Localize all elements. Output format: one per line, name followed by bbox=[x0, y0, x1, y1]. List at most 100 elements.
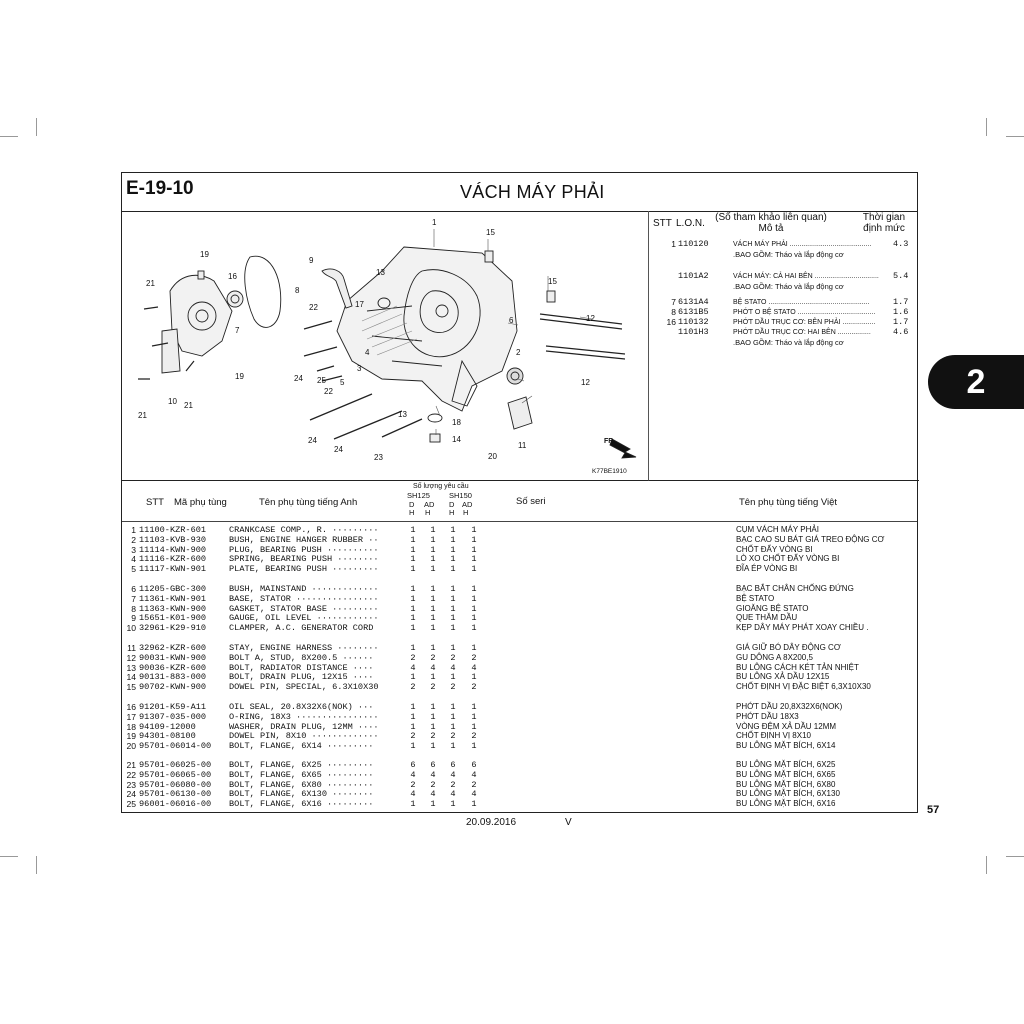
qty-sub-label: D bbox=[409, 500, 415, 509]
part-qty: 1 bbox=[471, 593, 477, 604]
part-name-vi: PHỚT DẦU 20,8X32X6(NOK) bbox=[736, 702, 843, 711]
crop-mark bbox=[36, 856, 37, 874]
part-qty: 6 bbox=[450, 760, 456, 770]
part-number: 11100-KZR-601 bbox=[139, 525, 207, 535]
version-mark: V bbox=[565, 817, 572, 828]
parts-col-qty-sh125: SH125 bbox=[407, 491, 430, 500]
part-qty: 1 bbox=[450, 544, 456, 555]
part-stt: 22 bbox=[126, 769, 136, 780]
part-qty: 4 bbox=[450, 662, 456, 673]
callout: 13 bbox=[398, 410, 407, 419]
part-name-en: WASHER, DRAIN PLUG, 12MM ···· bbox=[229, 721, 379, 732]
part-qty: 1 bbox=[450, 623, 456, 634]
part-qty: 1 bbox=[410, 613, 416, 624]
callout: 7 bbox=[235, 326, 240, 335]
part-qty: 1 bbox=[430, 554, 436, 565]
page-title: VÁCH MÁY PHẢI bbox=[460, 182, 605, 202]
labor-time: 1.6 bbox=[893, 307, 909, 317]
part-qty: 1 bbox=[430, 613, 436, 624]
qty-sub-label: D bbox=[449, 500, 455, 509]
part-stt: 24 bbox=[126, 789, 136, 800]
part-qty: 1 bbox=[430, 799, 436, 810]
callout: 18 bbox=[452, 418, 461, 427]
part-stt: 1 bbox=[131, 525, 136, 535]
callout: 10 bbox=[168, 397, 177, 406]
part-qty: 1 bbox=[450, 593, 456, 604]
callout: 24 bbox=[294, 374, 303, 383]
qty-sub-label: AD bbox=[424, 500, 435, 509]
part-qty: 2 bbox=[410, 682, 416, 693]
part-name-vi: LÒ XO CHỐT ĐẨY VÒNG BI bbox=[736, 554, 840, 564]
part-number: 91201-K59-A11 bbox=[139, 702, 207, 712]
callout: 8 bbox=[295, 286, 300, 295]
part-qty: 4 bbox=[450, 769, 456, 780]
part-qty: 6 bbox=[410, 760, 416, 770]
part-name-vi: CỤM VÁCH MÁY PHẢI bbox=[736, 525, 819, 534]
callout: 12 bbox=[581, 378, 590, 387]
part-name-en: BOLT, FLANGE, 6X25 ········· bbox=[229, 760, 374, 770]
part-qty: 1 bbox=[471, 613, 477, 624]
part-number: 95701-06080-00 bbox=[139, 779, 212, 790]
callout: 17 bbox=[355, 300, 364, 309]
part-name-en: BUSH, MAINSTAND ············· bbox=[229, 584, 379, 594]
part-stt: 15 bbox=[126, 682, 136, 693]
part-qty: 1 bbox=[430, 584, 436, 594]
part-name-vi: BẠC CAO SU BÁT GIÁ TREO ĐỘNG CƠ bbox=[736, 534, 885, 544]
part-qty: 1 bbox=[471, 525, 477, 535]
part-stt: 4 bbox=[131, 554, 136, 565]
callout: 11 bbox=[518, 441, 527, 450]
qty-sub-label: H bbox=[449, 508, 455, 517]
part-qty: 1 bbox=[430, 721, 436, 732]
crop-mark bbox=[1006, 136, 1024, 137]
labor-lon: 6131A4 bbox=[678, 297, 709, 307]
part-qty: 2 bbox=[410, 652, 416, 663]
crop-mark bbox=[986, 118, 987, 136]
part-qty: 4 bbox=[430, 662, 436, 673]
part-stt: 19 bbox=[126, 731, 136, 742]
part-qty: 4 bbox=[450, 789, 456, 800]
part-name-en: STAY, ENGINE HARNESS ········ bbox=[229, 643, 379, 653]
qty-sub-label: AD bbox=[462, 500, 473, 509]
part-name-vi: BẠC BẮT CHÂN CHỐNG ĐỨNG bbox=[736, 584, 854, 593]
part-name-en: GAUGE, OIL LEVEL ············ bbox=[229, 613, 379, 624]
callout: 9 bbox=[309, 256, 314, 265]
labor-sub: .BAO GỒM: Tháo và lắp động cơ bbox=[733, 338, 844, 347]
part-number: 11363-KWN-900 bbox=[139, 603, 207, 614]
part-number: 90036-KZR-600 bbox=[139, 662, 207, 673]
callout: 21 bbox=[184, 401, 193, 410]
part-qty: 1 bbox=[410, 584, 416, 594]
part-name-en: BOLT, DRAIN PLUG, 12X15 ···· bbox=[229, 672, 374, 683]
part-name-vi: GIOĂNG BỆ STATO bbox=[736, 603, 809, 613]
part-qty: 1 bbox=[471, 554, 477, 565]
part-qty: 4 bbox=[410, 789, 416, 800]
part-qty: 2 bbox=[471, 779, 477, 790]
callout: 3 bbox=[357, 364, 362, 373]
part-name-en: BOLT, FLANGE, 6X65 ········· bbox=[229, 769, 374, 780]
part-name-en: BOLT, RADIATOR DISTANCE ···· bbox=[229, 662, 374, 673]
part-qty: 1 bbox=[471, 799, 477, 810]
part-name-vi: QUE THĂM DẦU bbox=[736, 613, 798, 623]
part-name-vi: BU LÔNG MẶT BÍCH, 6X65 bbox=[736, 769, 836, 779]
labor-stt: 16 bbox=[666, 317, 676, 327]
part-number: 11361-KWN-901 bbox=[139, 593, 207, 604]
labor-desc: PHỚT DẦU TRỤC CƠ: HAI BÊN ..............… bbox=[733, 329, 871, 336]
callout: 22 bbox=[324, 387, 333, 396]
exploded-view-drawing: 1 15 19 16 9 8 21 13 17 22 15 12 6 7 12 … bbox=[138, 218, 637, 475]
part-number: 94301-08100 bbox=[139, 731, 196, 742]
part-number: 11103-KVB-930 bbox=[139, 534, 207, 545]
part-number: 90131-883-000 bbox=[139, 672, 207, 683]
part-qty: 2 bbox=[430, 682, 436, 693]
part-qty: 4 bbox=[471, 662, 477, 673]
part-name-vi: CHỐT ĐẨY VÒNG BI bbox=[736, 544, 813, 554]
part-name-vi: VÒNG ĐỆM XẢ DẦU 12MM bbox=[736, 721, 837, 731]
labor-stt: 8 bbox=[671, 307, 676, 317]
part-qty: 1 bbox=[410, 534, 416, 545]
labor-time: 1.7 bbox=[893, 317, 909, 327]
part-stt: 13 bbox=[126, 662, 136, 673]
part-qty: 1 bbox=[430, 525, 436, 535]
qty-sub-label: H bbox=[463, 508, 469, 517]
